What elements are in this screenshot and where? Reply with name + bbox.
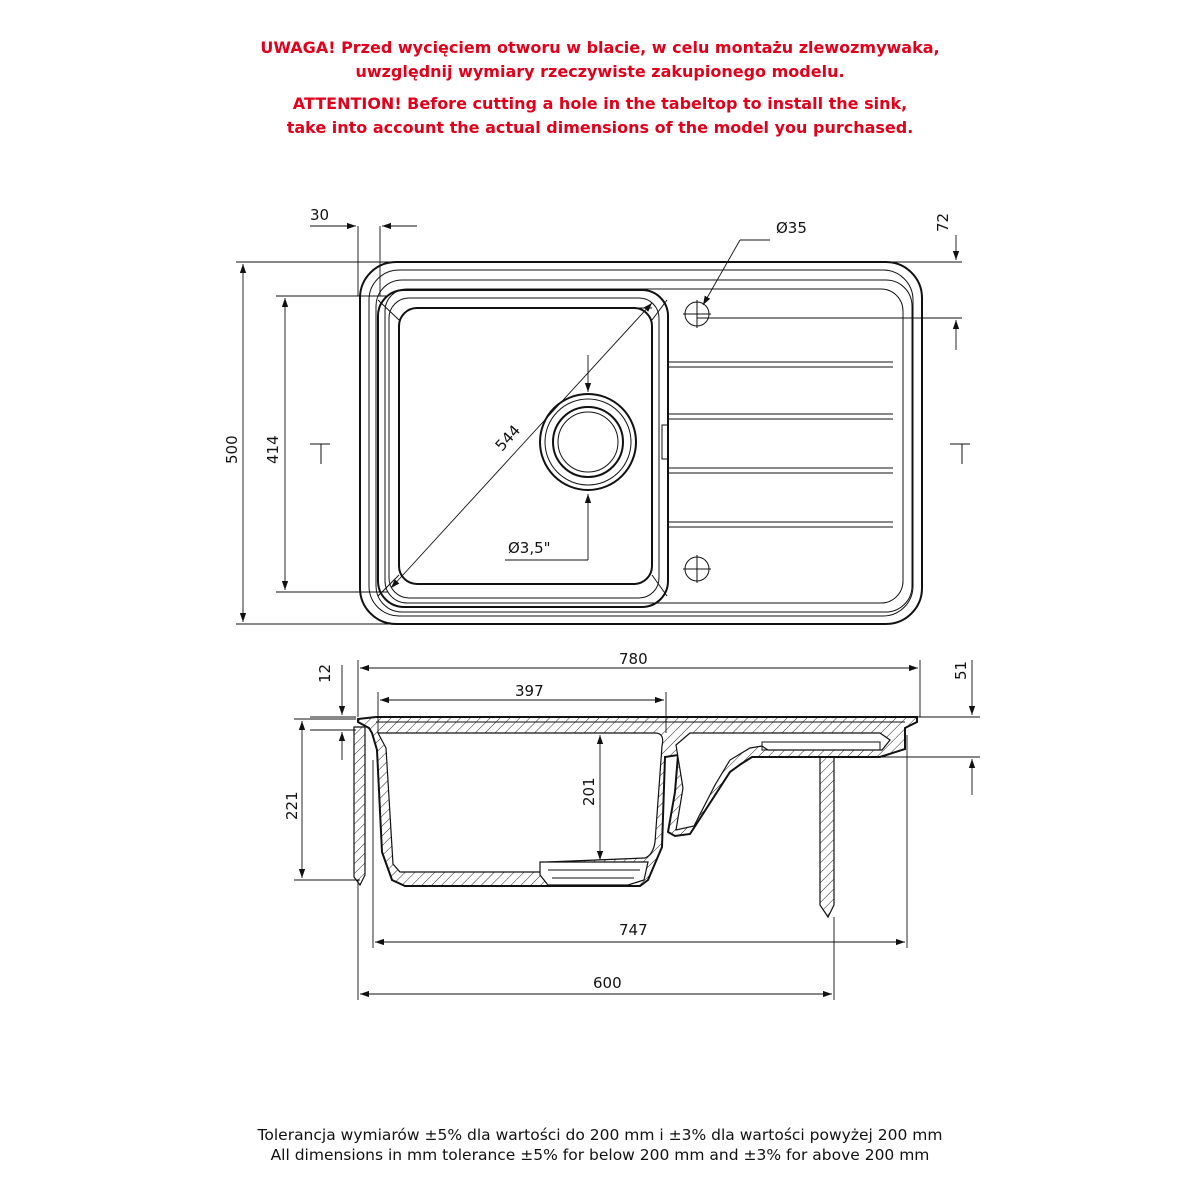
- bowl-rim-outer: [377, 289, 669, 608]
- dim-bowl-depth-label: 414: [264, 435, 282, 464]
- dim-bowl-diagonal: [390, 302, 653, 589]
- drainer-edge-outer: [375, 279, 913, 613]
- dim-bowl-depth: [276, 295, 388, 593]
- dim-drainer-height: [880, 660, 980, 795]
- dim-rim-offset-label: 30: [310, 206, 329, 224]
- dim-rim-height: [310, 665, 356, 760]
- drainer-rib: [761, 741, 881, 751]
- dim-tap-hole-label: Ø35: [776, 219, 807, 237]
- warning-english: ATTENTION! Before cutting a hole in the …: [0, 92, 1200, 140]
- dim-overall-depth: [236, 261, 408, 625]
- overflow-hole: [683, 555, 711, 583]
- sink-outline-inner: [368, 269, 914, 617]
- dim-bowl-width-label: 397: [515, 682, 544, 700]
- dim-bowl-height-label: 201: [580, 777, 598, 806]
- dim-rim-offset: [310, 222, 417, 296]
- drainer-cavity: [675, 732, 891, 831]
- section-marker-left: [310, 443, 330, 464]
- dim-bowl-width: [377, 692, 667, 733]
- bowl-corner-line: [651, 574, 668, 597]
- cabinet-wall-right: [819, 756, 835, 919]
- dim-overall-width-label: 780: [619, 650, 648, 668]
- dim-drainer-height-label: 51: [952, 661, 970, 680]
- dim-bottom-width-label: 747: [619, 921, 648, 939]
- tolerance-note-polish: Tolerancja wymiarów ±5% dla wartości do …: [257, 1126, 943, 1144]
- warning-polish-line-2: uwzględnij wymiary rzeczywiste zakupione…: [355, 62, 845, 81]
- warning-polish: UWAGA! Przed wycięciem otworu w blacie, …: [0, 36, 1200, 84]
- dim-bowl-diagonal-label: 544: [492, 421, 525, 454]
- tolerance-note-english: All dimensions in mm tolerance ±5% for b…: [270, 1146, 930, 1164]
- drainer-edge-inner: [384, 288, 904, 604]
- dim-overall-height: [294, 718, 360, 881]
- bowl-rim-middle: [388, 297, 660, 599]
- dim-tap-hole: [702, 239, 770, 306]
- section-marker-right: [950, 443, 970, 464]
- bowl-corner-line: [651, 299, 668, 321]
- top-view: 30 Ø35 72 500 414 54: [223, 206, 970, 625]
- dim-cabinet-width-label: 600: [593, 974, 622, 992]
- drain-fitting: [539, 861, 649, 886]
- dim-tap-hole-offset: [697, 235, 962, 350]
- dim-drain-label: Ø3,5": [508, 539, 551, 557]
- tap-hole: [683, 300, 711, 328]
- cabinet-wall-left: [353, 726, 366, 887]
- drainer-grooves: [661, 361, 893, 528]
- dim-bottom-width: [372, 735, 908, 948]
- dim-drain: [505, 355, 592, 561]
- dim-overall-depth-label: 500: [223, 435, 241, 464]
- dim-overall-width: [357, 660, 921, 717]
- section-view: 780 397 12 51 221: [283, 650, 980, 1000]
- warning-english-line-1: ATTENTION! Before cutting a hole in the …: [292, 94, 908, 113]
- sink-outline-outer: [359, 261, 923, 625]
- dim-rim-height-label: 12: [316, 664, 334, 683]
- sink-bowl-cavity: [377, 732, 664, 873]
- dim-tap-hole-offset-label: 72: [934, 213, 952, 232]
- dim-overall-height-label: 221: [283, 791, 301, 820]
- dim-cabinet-width: [357, 880, 835, 1000]
- warning-polish-line-1: UWAGA! Przed wycięciem otworu w blacie, …: [260, 38, 940, 57]
- drain-hole: [539, 393, 637, 491]
- warning-english-line-2: take into account the actual dimensions …: [286, 118, 914, 137]
